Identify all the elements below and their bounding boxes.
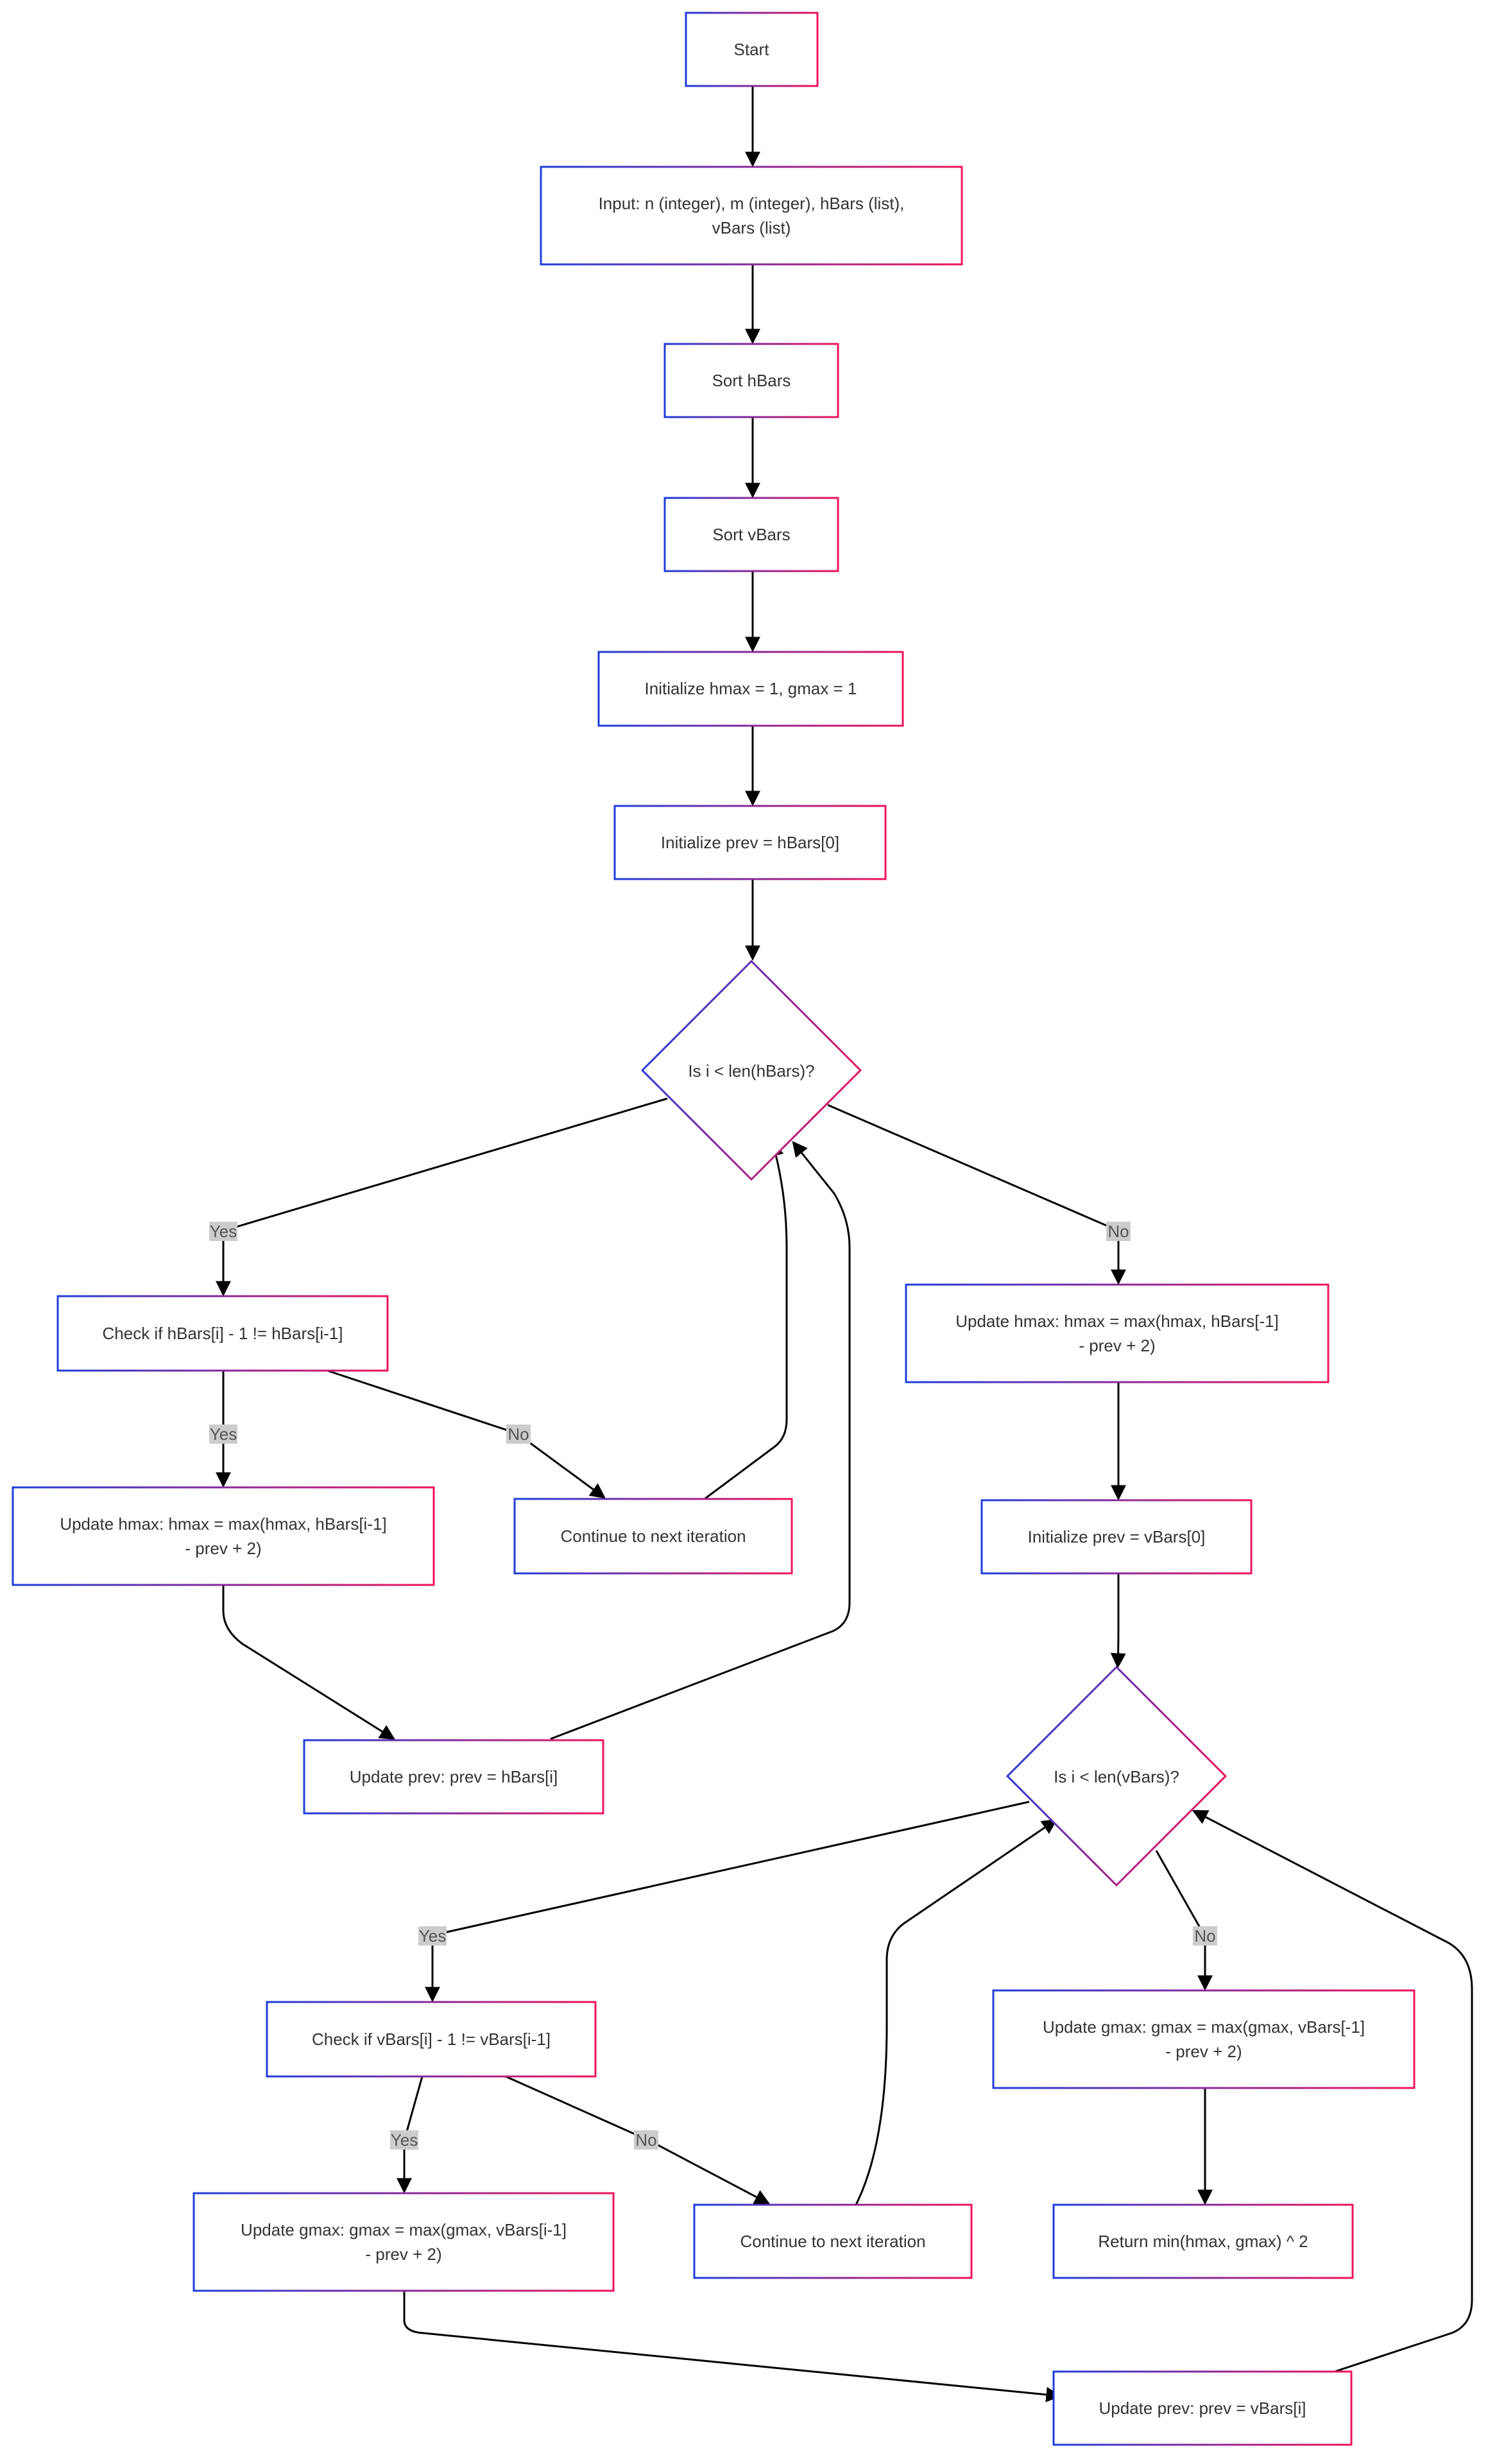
edge-continue-h-dec-h [704, 1140, 788, 1500]
svg-text:Check if hBars[i] - 1 != hBars: Check if hBars[i] - 1 != hBars[i-1] [103, 1324, 343, 1343]
svg-text:- prev + 2): - prev + 2) [1165, 2042, 1242, 2061]
node-continue-hbars: Continue to next iteration [513, 1498, 793, 1575]
node-update-gmax-final: Update gmax: gmax = max(gmax, vBars[-1] … [992, 1989, 1415, 2089]
svg-text:- prev + 2): - prev + 2) [185, 1539, 261, 1558]
svg-text:Initialize prev = vBars[0]: Initialize prev = vBars[0] [1028, 1527, 1206, 1546]
node-update-prev-vbars: Update prev: prev = vBars[i] [1052, 2370, 1353, 2446]
node-sort-hbars: Sort hBars [663, 343, 839, 418]
node-init-prev-vbars: Initialize prev = vBars[0] [980, 1499, 1253, 1575]
svg-text:No: No [1107, 1222, 1129, 1241]
edge-label-h-yes: Yes [209, 1222, 237, 1241]
edge-label-check-v-yes: Yes [390, 2130, 418, 2150]
svg-text:Return min(hmax, gmax) ^ 2: Return min(hmax, gmax) ^ 2 [1098, 2232, 1308, 2251]
edge-update-gmax-loop-update-prev-v [403, 2291, 1062, 2402]
svg-text:Yes: Yes [210, 1222, 237, 1241]
node-init-prev-hbars: Initialize prev = hBars[0] [613, 805, 887, 880]
nodes: Start Input: n (integer), m (integer), h… [12, 12, 1415, 2446]
edges [216, 86, 1473, 2402]
svg-text:Yes: Yes [391, 2130, 418, 2150]
node-sort-vbars: Sort vBars [663, 497, 839, 572]
node-return: Return min(hmax, gmax) ^ 2 [1052, 2203, 1354, 2279]
edge-check-h-no [327, 1369, 606, 1499]
svg-text:Update gmax: gmax = max(gmax,: Update gmax: gmax = max(gmax, vBars[-1] [1043, 2017, 1365, 2037]
node-check-vbars: Check if vBars[i] - 1 != vBars[i-1] [266, 2001, 597, 2078]
edge-labels: Yes No Yes No Yes No Yes No [209, 1222, 1217, 2150]
node-decision-hbars: Is i < len(hBars)? [640, 959, 862, 1181]
node-update-prev-hbars: Update prev: prev = hBars[i] [303, 1739, 604, 1815]
node-continue-vbars: Continue to next iteration [693, 2203, 973, 2279]
svg-text:Check if vBars[i] - 1 != vBars: Check if vBars[i] - 1 != vBars[i-1] [312, 2030, 551, 2049]
node-update-gmax-loop: Update gmax: gmax = max(gmax, vBars[i-1]… [192, 2192, 615, 2292]
edge-dec-h-yes [216, 1097, 668, 1297]
svg-text:Continue to next iteration: Continue to next iteration [560, 1527, 746, 1546]
edge-update-prev-h-dec-h [550, 1141, 851, 1740]
svg-text:No: No [508, 1425, 529, 1444]
svg-text:Is i < len(hBars)?: Is i < len(hBars)? [688, 1061, 814, 1081]
node-update-hmax-final: Update hmax: hmax = max(hmax, hBars[-1] … [905, 1283, 1330, 1383]
svg-text:Yes: Yes [210, 1425, 237, 1444]
svg-text:Sort hBars: Sort hBars [712, 371, 791, 390]
edge-update-hmax-loop-update-prev-h [222, 1585, 396, 1740]
edge-update-prev-v-dec-v [1192, 1810, 1473, 2373]
svg-text:Start: Start [734, 40, 770, 59]
node-init-max: Initialize hmax = 1, gmax = 1 [597, 651, 904, 727]
node-input: Input: n (integer), m (integer), hBars (… [540, 166, 963, 266]
svg-text:- prev + 2): - prev + 2) [365, 2245, 441, 2264]
svg-text:No: No [1194, 1926, 1215, 1946]
edge-continue-v-dec-v [855, 1818, 1057, 2205]
svg-text:Update hmax: hmax = max(hmax,: Update hmax: hmax = max(hmax, hBars[i-1] [60, 1514, 386, 1534]
svg-text:Update prev: prev = hBars[i]: Update prev: prev = hBars[i] [350, 1767, 558, 1786]
svg-text:Update hmax: hmax = max(hmax,: Update hmax: hmax = max(hmax, hBars[-1] [955, 1312, 1279, 1331]
svg-text:No: No [635, 2130, 656, 2150]
svg-text:Sort vBars: Sort vBars [712, 525, 790, 544]
edge-label-v-no: No [1193, 1926, 1217, 1946]
node-decision-vbars: Is i < len(vBars)? [1005, 1665, 1227, 1887]
edge-label-check-h-no: No [506, 1425, 531, 1444]
svg-text:Continue to next iteration: Continue to next iteration [740, 2232, 925, 2251]
svg-text:Update prev: prev = vBars[i]: Update prev: prev = vBars[i] [1099, 2399, 1306, 2418]
edge-label-check-v-no: No [634, 2130, 658, 2150]
svg-text:Initialize hmax = 1, gmax = 1: Initialize hmax = 1, gmax = 1 [645, 679, 857, 698]
svg-text:Initialize prev = hBars[0]: Initialize prev = hBars[0] [661, 833, 839, 852]
svg-text:Is i < len(vBars)?: Is i < len(vBars)? [1054, 1767, 1179, 1786]
node-update-hmax-loop: Update hmax: hmax = max(hmax, hBars[i-1]… [12, 1486, 435, 1586]
svg-text:Yes: Yes [419, 1926, 446, 1946]
edge-label-check-h-yes: Yes [209, 1425, 237, 1444]
node-check-hbars: Check if hBars[i] - 1 != hBars[i-1] [56, 1295, 389, 1372]
edge-dec-v-no [1155, 1850, 1213, 1991]
svg-text:Input: n (integer), m (integer: Input: n (integer), m (integer), hBars (… [599, 194, 905, 213]
svg-text:- prev + 2): - prev + 2) [1079, 1336, 1155, 1355]
node-start: Start [685, 12, 819, 87]
edge-label-h-no: No [1106, 1222, 1131, 1241]
edge-label-v-yes: Yes [418, 1926, 447, 1946]
edge-dec-v-yes [425, 1801, 1030, 2003]
edge-dec-h-no [827, 1104, 1126, 1285]
svg-text:vBars (list): vBars (list) [712, 218, 791, 237]
svg-text:Update gmax: gmax = max(gmax,: Update gmax: gmax = max(gmax, vBars[i-1] [241, 2220, 567, 2239]
